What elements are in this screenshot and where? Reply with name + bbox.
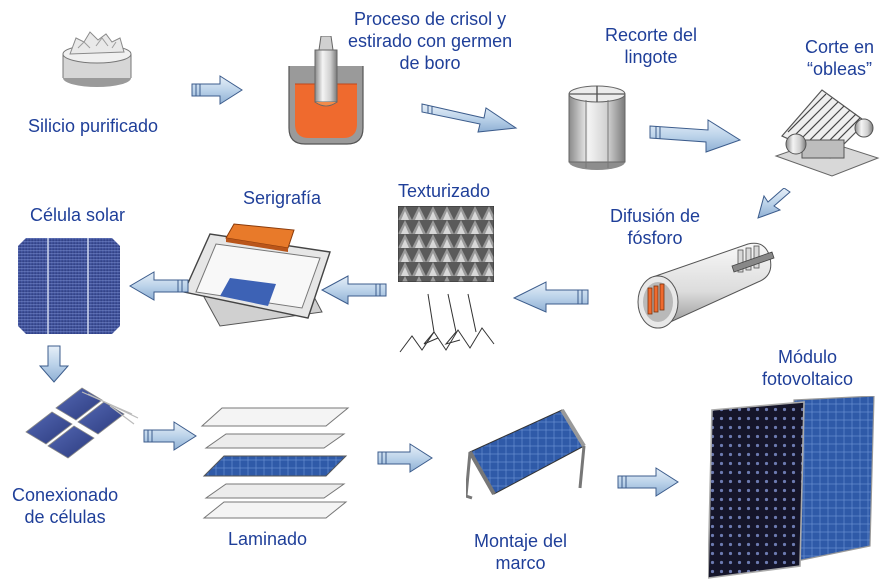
solar-cell-illustration (18, 238, 120, 334)
label-recorte-lingote: Recorte del lingote (605, 25, 698, 67)
label-serigrafia: Serigrafía (243, 188, 322, 208)
label-celula-solar: Célula solar (30, 205, 126, 225)
label-texturizado: Texturizado (398, 181, 491, 201)
lamination-layers-illustration (200, 407, 350, 519)
wafer-saw-illustration (774, 89, 880, 177)
texture-micrograph-illustration (398, 206, 494, 282)
arrow-left-2 (320, 275, 387, 305)
silicon-chunks-illustration (62, 31, 132, 87)
arrow-down-left (757, 188, 791, 219)
arrow-right-5 (377, 443, 433, 473)
arrow-left-3 (129, 271, 189, 301)
label-corte-obleas: Corte en “obleas” (805, 37, 875, 79)
frame-assembly-illustration (466, 408, 586, 500)
arrow-right-6 (617, 467, 679, 497)
arrow-left-1 (512, 281, 589, 313)
label-modulo-fotovoltaico: Módulo fotovoltaico (762, 347, 854, 389)
arrow-right-4 (143, 421, 197, 451)
label-difusion-fosforo: Difusión de fósforo (610, 206, 701, 248)
arrow-down (38, 345, 70, 383)
light-trapping-illustration (399, 293, 495, 353)
label-laminado: Laminado (228, 529, 308, 549)
arrow-right-2 (421, 103, 518, 133)
ingot-illustration (568, 85, 626, 170)
arrow-right-3 (649, 119, 742, 153)
label-proceso-crisol: Proceso de crisol y estirado con germen … (348, 9, 513, 73)
arrow-right-1 (191, 75, 243, 105)
cell-interconnection-illustration (25, 387, 139, 459)
crucible-illustration (288, 36, 364, 145)
label-silicio-purificado: Silicio purificado (28, 116, 159, 136)
pv-modules-illustration (708, 396, 875, 579)
screen-printing-illustration (183, 223, 331, 327)
label-montaje-marco: Montaje del marco (474, 531, 568, 573)
label-conexionado: Conexionado de células (12, 485, 119, 527)
diffusion-furnace-illustration (637, 242, 775, 329)
